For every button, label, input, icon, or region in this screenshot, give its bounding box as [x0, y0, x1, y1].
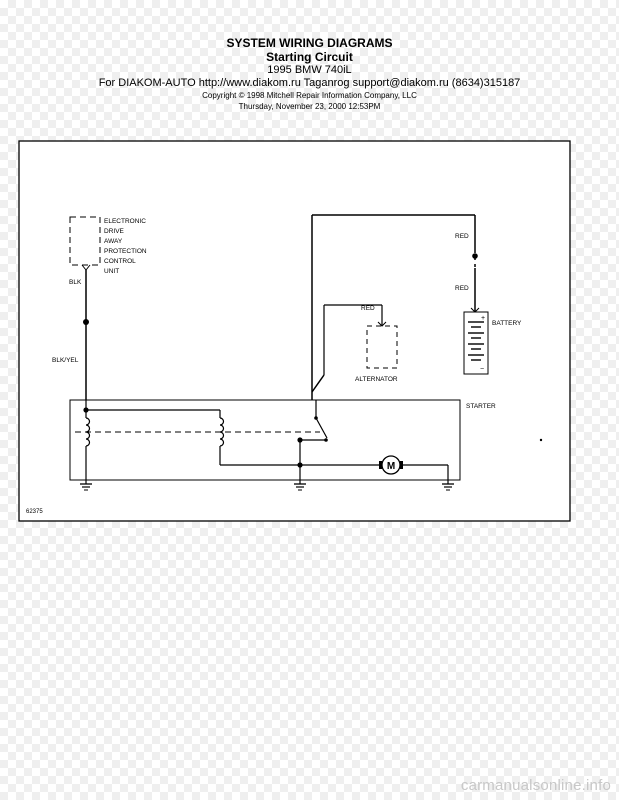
document-title: SYSTEM WIRING DIAGRAMS	[226, 36, 393, 50]
alternator-label: ALTERNATOR	[355, 376, 398, 383]
wire-label-blk-yel: BLK/YEL	[52, 357, 79, 364]
stray-mark	[539, 438, 543, 442]
ground-right-icon	[442, 480, 454, 491]
battery-icon: + − BATTERY	[463, 311, 522, 375]
ground-left-icon	[80, 480, 92, 491]
diagram-number: 62375	[26, 509, 43, 515]
wire-red-battery-feed: RED RED	[311, 214, 480, 400]
watermark: carmanualsonline.info	[460, 777, 611, 794]
ews-label-line: UNIT	[104, 268, 119, 275]
starter-label: STARTER	[466, 403, 496, 410]
wire-label-red-top: RED	[455, 233, 469, 240]
motor-symbol: M	[387, 461, 395, 472]
alternator: RED ALTERNATOR	[323, 304, 398, 383]
ews-label-line: AWAY	[104, 238, 123, 245]
page-header: SYSTEM WIRING DIAGRAMS Starting Circuit …	[0, 36, 619, 112]
connector-pin-icon	[377, 321, 387, 327]
starter-block: STARTER M	[69, 399, 496, 481]
ground-center-icon	[294, 480, 306, 491]
ews-label-line: PROTECTION	[104, 248, 147, 255]
splice-dot	[472, 253, 478, 259]
ews-control-unit: ELECTRONIC DRIVE AWAY PROTECTION CONTROL…	[69, 216, 147, 275]
splice-dot	[297, 462, 303, 468]
copyright-line: Copyright © 1998 Mitchell Repair Informa…	[202, 91, 417, 100]
wire-label-red-alternator: RED	[361, 305, 375, 312]
battery-plus-symbol: +	[481, 315, 485, 322]
battery-minus-symbol: −	[480, 366, 484, 373]
diagram-subtitle: Starting Circuit	[266, 50, 353, 64]
vehicle-model: 1995 BMW 740iL	[267, 64, 352, 76]
wire-label-red-battery: RED	[455, 285, 469, 292]
ews-label-line: CONTROL	[104, 258, 136, 265]
ews-label-line: ELECTRONIC	[104, 218, 146, 225]
solenoid-contact-switch	[315, 417, 328, 439]
timestamp-line: Thursday, November 23, 2000 12:53PM	[238, 102, 381, 111]
ews-label-line: DRIVE	[104, 228, 125, 235]
splice-dot	[83, 319, 89, 325]
contact-line: For DIAKOM-AUTO http://www.diakom.ru Tag…	[98, 77, 521, 89]
wire-label-blk: BLK	[69, 279, 82, 286]
wire-blk: BLK BLK/YEL	[52, 270, 89, 400]
battery-label: BATTERY	[492, 320, 522, 327]
